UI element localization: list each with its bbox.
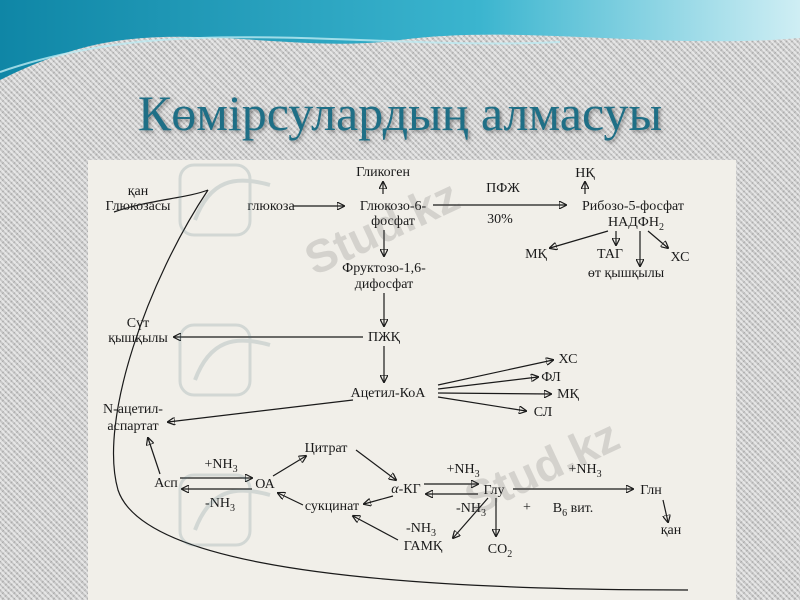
label-gamq: ГАМҚ [404,539,443,554]
arrow-acetil-to-mq [437,393,551,394]
label-g6f-1: Глюкозо-6- [360,199,427,214]
label-glyukozasy: Глюкозасы [106,199,172,214]
arrow-glu-to-gamq [453,497,489,538]
arrow-gln-to-qan [662,499,668,522]
label-hs-2: ХС [559,352,578,367]
label-glikogen: Гликоген [356,165,410,180]
label-f16-1: Фруктозо-1,6- [342,261,426,276]
arrow-suktsinat-to-oa [278,493,304,506]
label-glu: Глу [483,483,504,498]
label-akg: α-КГ [391,482,420,497]
arrow-acetil-to-hs [437,360,553,386]
label-30pct: 30% [487,212,513,227]
label-nh3-plus-1: +NH3 [204,457,237,475]
label-nh3-plus-3: +NH3 [568,462,601,480]
arrow-asp-to-nacet [148,438,161,475]
label-sut-1: Сүт [127,316,149,331]
label-mq-2: МҚ [557,387,579,402]
arrow-acetil-to-fl [437,377,538,390]
label-acetil: Ацетил-КоА [351,386,427,401]
label-pfzh: ПФЖ [486,181,520,196]
label-suktsinat: сукцинат [305,499,359,514]
membrane-curve-left [112,189,689,591]
arrow-nadfn-to-hs [647,230,668,248]
label-glyukoza: глюкоза [247,199,295,214]
header-wave-decoration [0,0,800,80]
label-b6: В6 вит. [553,501,594,519]
label-nadfn: НАДФН2 [608,215,664,233]
slide-title: Көмірсулардың алмасуы [137,85,663,141]
metabolism-diagram: қан Глюкозасы глюкоза Гликоген Глюкозо-6… [103,165,690,591]
arrow-nadfn-to-mq [550,230,609,248]
arrow-acetil-to-nacet [168,399,354,422]
label-g6f-2: фосфат [371,214,415,229]
label-mq-1: МҚ [525,247,547,262]
label-nq: НҚ [575,166,595,181]
label-plus: + [523,500,531,515]
label-nh3-plus-2: +NH3 [446,462,479,480]
diagram-panel [88,160,736,600]
label-f16-2: дифосфат [355,277,413,292]
label-asp: Асп [154,476,178,491]
label-co2: СО2 [488,542,512,560]
label-hs-1: ХС [671,250,690,265]
label-citrat: Цитрат [305,441,348,456]
label-oa: ОА [255,477,275,492]
label-pzhq: ПЖҚ [368,330,401,345]
label-nacet-1: N-ацетил- [103,402,163,417]
label-nacet-2: аспартат [107,419,158,434]
label-sl: СЛ [534,405,553,420]
label-sut-2: қышқылы [108,331,168,346]
label-qan-bottom: қан [661,523,682,538]
arrow-acetil-to-sl [437,396,526,411]
membrane-curve-top [113,189,209,213]
label-nh3-minus-3: -NH3 [406,521,436,539]
label-fl: ФЛ [541,370,561,385]
arrow-gamq-to-suktsinat [353,516,399,541]
arrow-citrat-to-akg [355,449,396,480]
arrow-akg-to-suktsinat [364,495,394,504]
label-gln: Глн [640,483,662,498]
label-ot: өт қышқылы [588,266,665,281]
label-nh3-minus-2: -NH3 [456,501,486,519]
arrow-oa-to-citrat [272,456,306,477]
label-tag: ТАГ [597,247,623,262]
label-nh3-minus-1: -NH3 [205,496,235,514]
label-ribozo: Рибозо-5-фосфат [582,199,684,214]
label-qan-top: қан [128,184,149,199]
